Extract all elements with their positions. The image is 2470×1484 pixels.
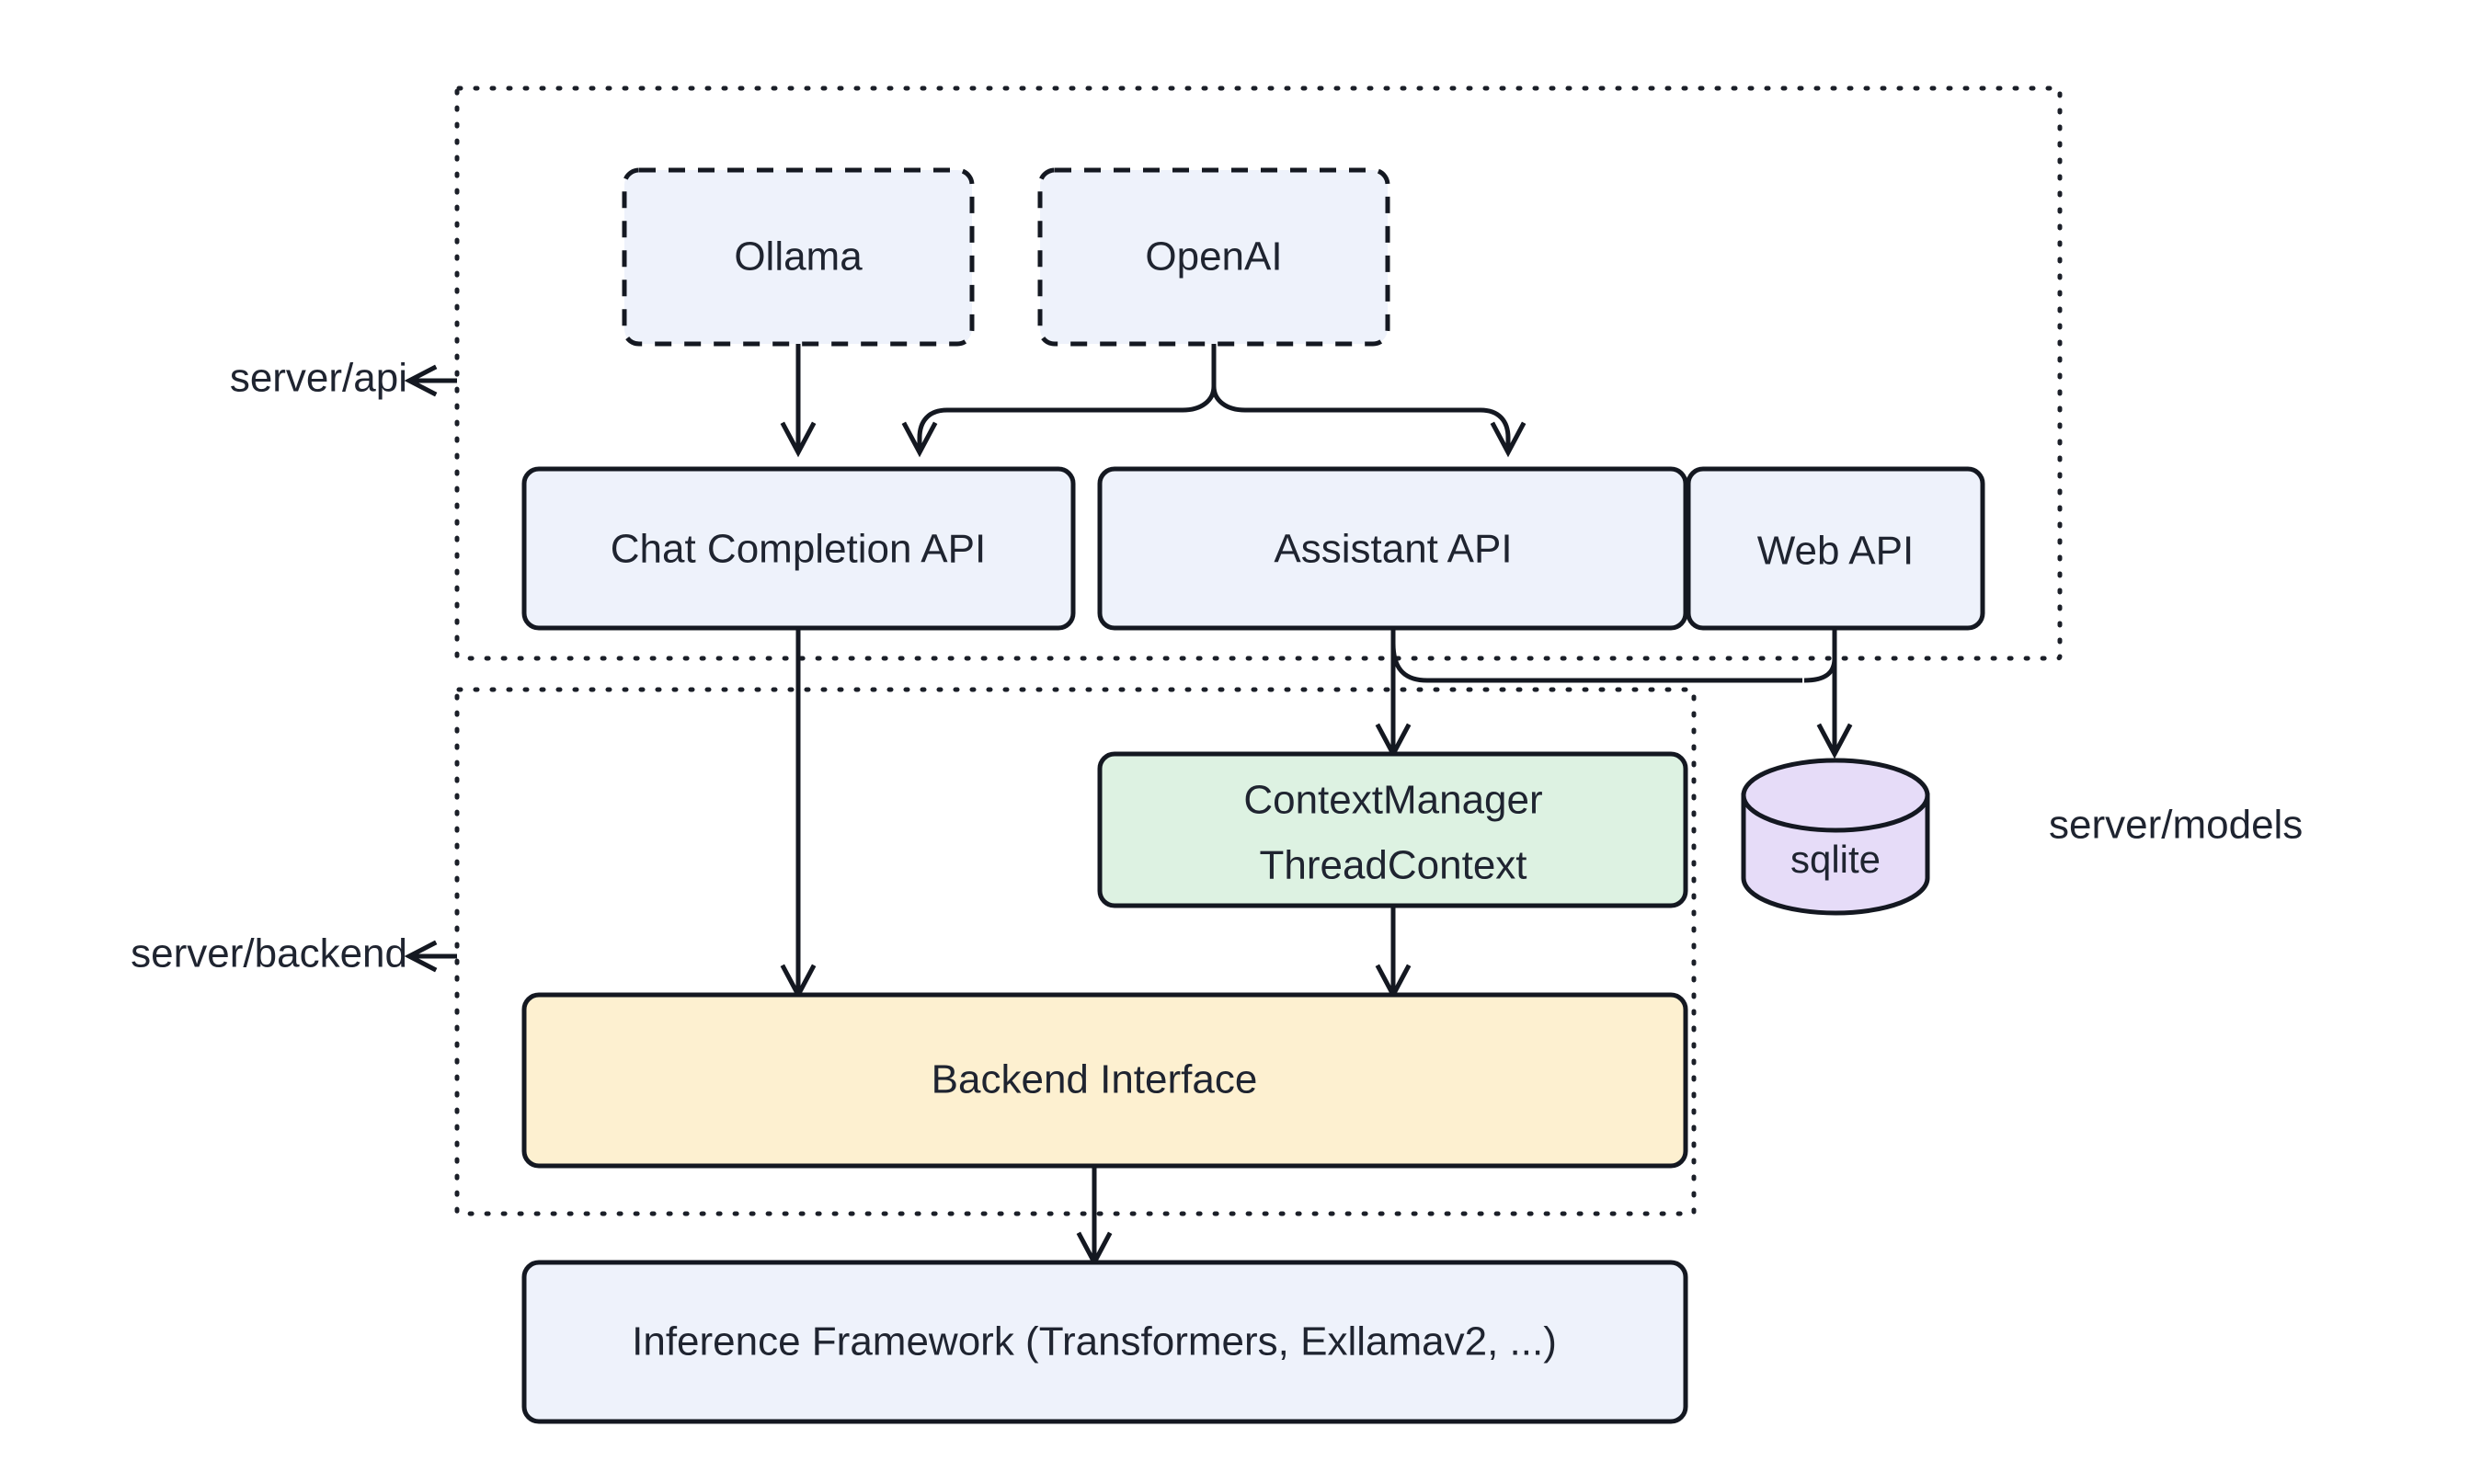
node-backend-interface[interactable]: Backend Interface <box>521 992 1688 1169</box>
node-web-api-box[interactable] <box>1686 466 1985 631</box>
node-openai-label: OpenAI <box>1145 234 1282 280</box>
edge-arrow-openai-to-assistant <box>1490 421 1527 458</box>
node-ollama[interactable]: Ollama <box>622 167 975 347</box>
group-box-server-api <box>454 86 2063 661</box>
node-sqlite[interactable]: sqlite <box>1741 758 1930 916</box>
edge-arrow-ollama-to-chat-completion <box>780 421 817 458</box>
node-openai[interactable]: OpenAI <box>1037 167 1390 347</box>
edge-openai-to-chat-completion <box>917 385 1217 448</box>
edge-arrow-openai-to-chat-completion <box>901 421 938 458</box>
edge-arrow-web-to-sqlite <box>1816 723 1853 759</box>
node-web-api[interactable]: Web API <box>1686 466 1985 631</box>
node-context-manager-label-line2: ThreadContext <box>1259 843 1527 888</box>
node-backend-interface-label: Backend Interface <box>932 1057 1258 1102</box>
group-label-server-api: server/api <box>230 356 407 401</box>
edge-openai-to-assistant <box>1211 385 1511 448</box>
node-sqlite-label: sqlite <box>1790 838 1881 881</box>
node-backend-interface-box[interactable] <box>521 992 1688 1169</box>
node-inference-framework[interactable]: Inference Framework (Transformers, Exlla… <box>521 1260 1688 1424</box>
node-context-manager-label-line1: ContextManager <box>1243 778 1542 823</box>
node-chat-completion-api-label: Chat Completion API <box>611 527 986 572</box>
node-assistant-api-box[interactable] <box>1097 466 1688 631</box>
group-label-server-backend: server/backend <box>131 931 407 976</box>
node-chat-completion-api-box[interactable] <box>521 466 1076 631</box>
node-assistant-api-label: Assistant API <box>1274 527 1512 572</box>
node-sqlite-top[interactable] <box>1741 758 1930 833</box>
edge-web-to-sqlite-elbow <box>1803 628 1837 683</box>
node-web-api-label: Web API <box>1757 529 1914 574</box>
group-box-server-backend <box>454 687 1697 1216</box>
node-ollama-box[interactable] <box>622 167 975 347</box>
group-leader-arrow-server-backend <box>404 940 438 973</box>
group-leader-arrow-server-api <box>404 364 438 397</box>
node-openai-box[interactable] <box>1037 167 1390 347</box>
group-label-server-models: server/models <box>2049 803 2303 848</box>
edge-assistant-to-sqlite <box>1390 643 1802 683</box>
node-inference-framework-label: Inference Framework (Transformers, Exlla… <box>632 1319 1557 1364</box>
node-context-manager-box[interactable] <box>1097 751 1688 908</box>
node-inference-framework-box[interactable] <box>521 1260 1688 1424</box>
node-ollama-label: Ollama <box>734 234 863 280</box>
node-context-manager[interactable]: ContextManager ThreadContext <box>1097 751 1688 908</box>
node-chat-completion-api[interactable]: Chat Completion API <box>521 466 1076 631</box>
node-assistant-api[interactable]: Assistant API <box>1097 466 1688 631</box>
